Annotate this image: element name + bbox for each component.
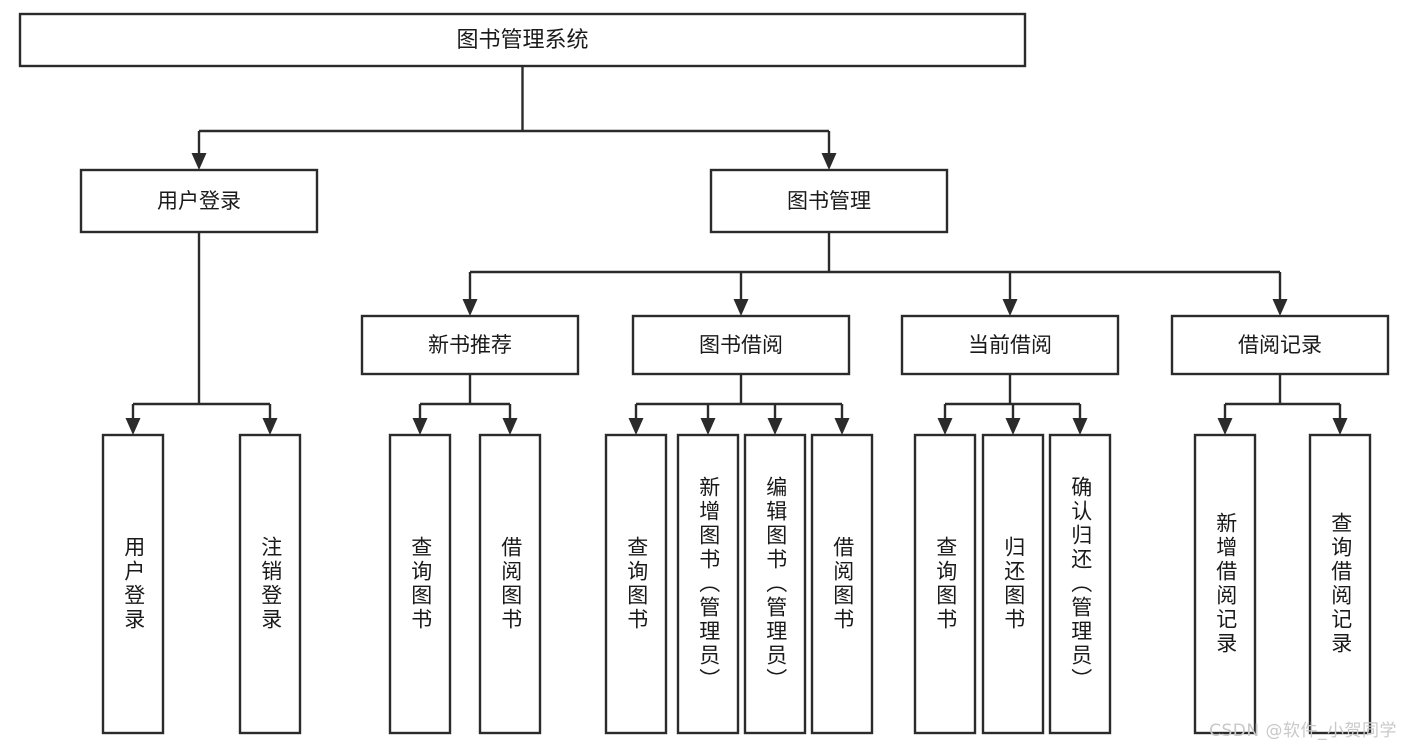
arrow-head-icon-leaf-query-book-1 [412, 418, 428, 435]
arrow-head-icon-leaf-query-book-2 [628, 418, 644, 435]
leaf-box-leaf-add-record[interactable] [1193, 433, 1257, 735]
arrow-head-icon-current-borrow [1002, 299, 1018, 316]
leaf-box-leaf-user-login[interactable] [101, 433, 165, 735]
level3-label-borrow-record: 借阅记录 [1238, 333, 1322, 357]
leaf-box-leaf-return-book[interactable] [981, 433, 1045, 735]
level2-box-book-manage[interactable] [709, 168, 949, 234]
leaf-box-leaf-borrow-book-2[interactable] [810, 433, 874, 735]
arrow-head-icon-leaf-return-book [1005, 418, 1021, 435]
leaf-box-leaf-query-book-1[interactable] [388, 433, 452, 735]
arrow-head-icon-book-borrow [733, 299, 749, 316]
root-label-root: 图书管理系统 [456, 28, 588, 53]
arrow-head-icon-leaf-user-logout [262, 418, 278, 435]
arrow-head-icon-leaf-confirm-return [1072, 418, 1088, 435]
level2-label-user-login: 用户登录 [157, 189, 241, 213]
connector-layer [125, 66, 1348, 435]
arrow-head-icon-user-login [191, 153, 207, 170]
level2-box-user-login[interactable] [79, 168, 319, 234]
level3-box-current-borrow[interactable] [900, 314, 1120, 376]
level3-box-new-book-rec[interactable] [360, 314, 580, 376]
arrow-head-icon-book-manage [821, 153, 837, 170]
level3-label-current-borrow: 当前借阅 [968, 333, 1052, 357]
watermark-text: CSDN @软件_小贺同学 [1209, 721, 1397, 741]
level3-box-borrow-record[interactable] [1170, 314, 1390, 376]
arrow-head-icon-leaf-add-record [1217, 418, 1233, 435]
level3-box-book-borrow[interactable] [631, 314, 851, 376]
root-box-root[interactable] [18, 12, 1027, 68]
box-layer [18, 12, 1390, 735]
leaf-box-leaf-borrow-book-1[interactable] [478, 433, 542, 735]
arrow-head-icon-leaf-query-record [1332, 418, 1348, 435]
leaf-box-leaf-user-logout[interactable] [238, 433, 302, 735]
arrow-head-icon-leaf-edit-book [767, 418, 783, 435]
arrow-head-icon-leaf-borrow-book-1 [502, 418, 518, 435]
leaf-box-leaf-confirm-return[interactable] [1048, 433, 1112, 735]
arrow-head-icon-leaf-query-book-3 [937, 418, 953, 435]
arrow-head-icon-borrow-record [1272, 299, 1288, 316]
arrow-head-icon-new-book-rec [462, 299, 478, 316]
leaf-box-leaf-edit-book[interactable] [743, 433, 807, 735]
level3-label-book-borrow: 图书借阅 [699, 333, 783, 357]
arrow-head-icon-leaf-user-login [125, 418, 141, 435]
arrow-head-icon-leaf-borrow-book-2 [834, 418, 850, 435]
arrow-head-icon-leaf-add-book [700, 418, 716, 435]
leaf-box-leaf-query-book-2[interactable] [604, 433, 668, 735]
leaf-box-leaf-query-record[interactable] [1308, 433, 1372, 735]
level3-label-new-book-rec: 新书推荐 [428, 333, 512, 357]
level2-label-book-manage: 图书管理 [787, 189, 871, 213]
leaf-box-leaf-add-book[interactable] [676, 433, 740, 735]
leaf-box-leaf-query-book-3[interactable] [913, 433, 977, 735]
